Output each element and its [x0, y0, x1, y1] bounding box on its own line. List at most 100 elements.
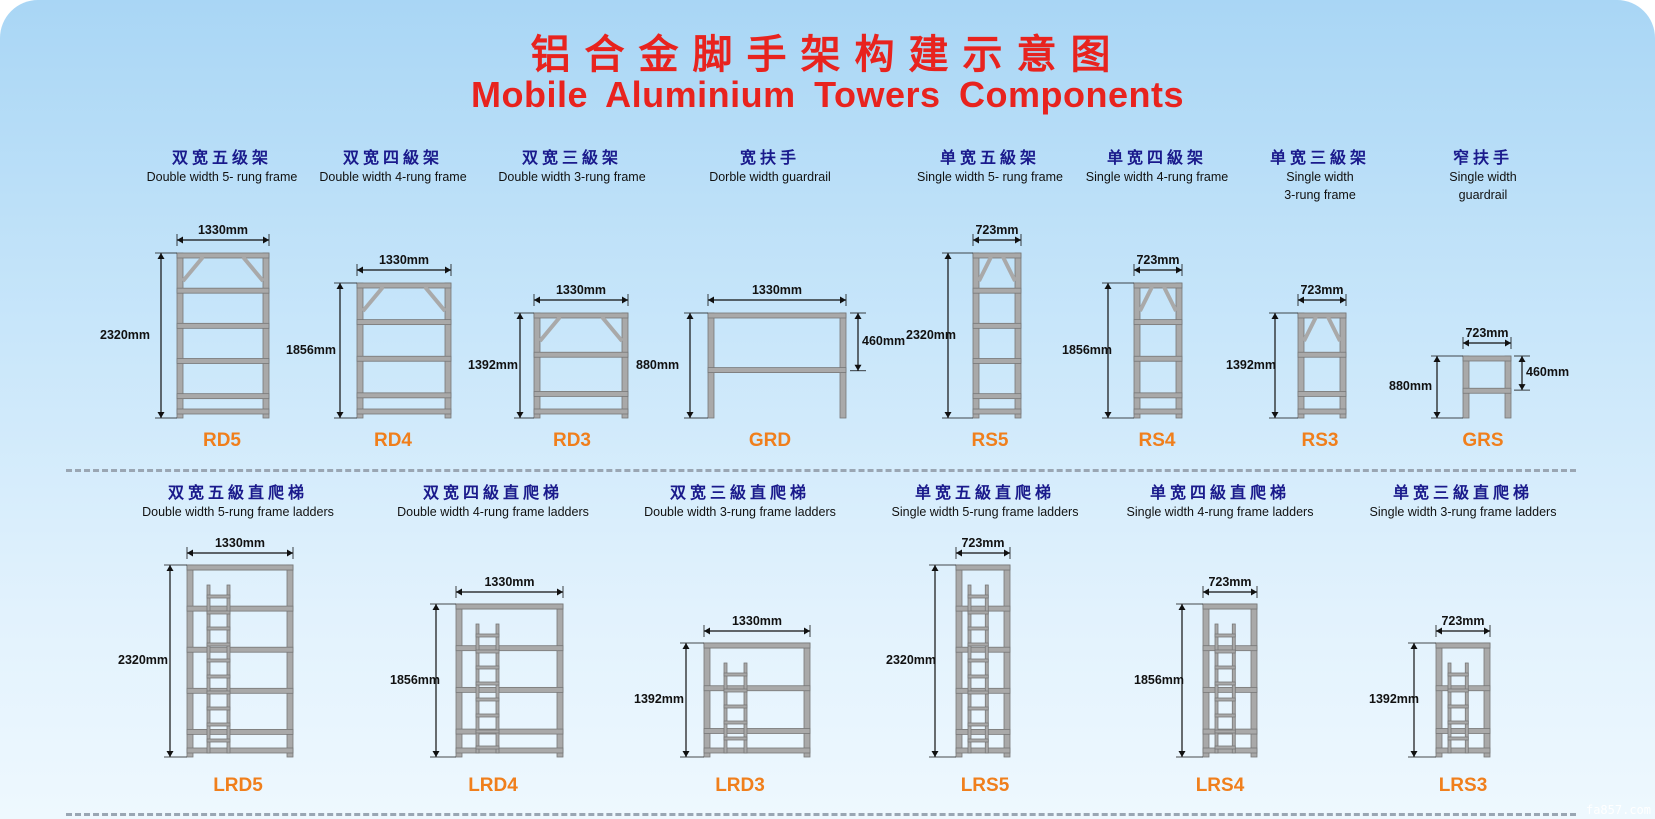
height-dimension-arrowhead	[931, 565, 939, 571]
width-dimension-arrowhead	[708, 296, 714, 304]
width-label: 1330mm	[197, 223, 249, 237]
frame-rs4-rung	[1133, 392, 1183, 399]
ladder-lrd5-ladder-step	[206, 610, 231, 615]
height-dimension-arrowhead	[166, 565, 174, 571]
code-grs: GRS	[1462, 430, 1504, 451]
frame-grs-upright-left	[1462, 355, 1470, 419]
frame-rs5-brace	[1001, 256, 1017, 282]
height-dimension-arrowhead	[157, 253, 165, 259]
height-label: 1856mm	[286, 342, 337, 357]
watermark: fa857.com	[1585, 803, 1651, 817]
inner-height-label: 460mm	[1526, 365, 1570, 380]
width-label: 723mm	[961, 536, 1005, 550]
width-dimension-arrowhead	[1134, 266, 1140, 274]
height-dimension-arrowhead	[682, 643, 690, 649]
height-dimension-arrowhead	[1178, 751, 1186, 757]
frame-rs4-rung	[1133, 319, 1183, 326]
height-dimension-arrowhead	[336, 412, 344, 418]
ladder-lrs4-ladder-step	[1214, 729, 1236, 734]
height-dimension-arrowhead	[944, 253, 952, 259]
width-dimension-arrowhead	[1340, 296, 1346, 304]
inner-height-label: 460mm	[862, 333, 906, 348]
ladder-lrs3-ladder-step	[1447, 720, 1469, 725]
ladder-lrd5-ladder-step	[206, 738, 231, 743]
ladder-lrs5-rung	[955, 728, 1011, 735]
ladder-lrs3-cap	[1435, 642, 1491, 649]
height-label: 880mm	[1389, 379, 1433, 393]
ladder-lrs5-ladder-step	[967, 706, 989, 711]
width-label: 1330mm	[378, 253, 430, 267]
ladder-lrd4-ladder-stile	[475, 623, 480, 754]
ladder-lrd5-rung	[186, 728, 294, 735]
frame-rd4-rung-bottom	[356, 408, 452, 415]
ladder-lrd5-ladder-stile	[226, 584, 231, 754]
height-dimension-arrowhead	[516, 313, 524, 319]
ladder-lrs5-ladder-step	[967, 658, 989, 663]
ladder-lrd5-ladder-step	[206, 626, 231, 631]
height-dimension-arrowhead	[166, 751, 174, 757]
caption-chinese: 单宽四級架	[1106, 148, 1207, 167]
ladder-lrd4-rung-bottom	[455, 747, 564, 754]
ladder-lrs3-rung	[1435, 728, 1491, 734]
ladder-lrs4-cap	[1202, 603, 1258, 610]
ladder-lrd5-ladder-step	[206, 706, 231, 711]
caption-chinese: 双宽四級直爬梯	[422, 483, 563, 502]
code-rd3: RD3	[552, 430, 591, 451]
width-dimension-arrowhead	[956, 549, 962, 557]
frame-rd5-upright-left	[176, 252, 184, 419]
ladder-lrd3-rung	[703, 728, 811, 734]
width-dimension-arrowhead	[1484, 627, 1490, 635]
width-dimension-arrowhead	[804, 627, 810, 635]
width-dimension-arrowhead	[1505, 339, 1511, 347]
height-label: 1392mm	[1369, 692, 1420, 706]
frame-grs-rail-mid	[1462, 387, 1512, 394]
ladder-lrs5-rung	[955, 605, 1011, 612]
ladder-lrs5-rung-bottom	[955, 747, 1011, 754]
caption-chinese: 双宽五級直爬梯	[167, 483, 308, 502]
ladder-lrs4-ladder-stile	[1214, 623, 1219, 754]
title-chinese: 铝合金脚手架构建示意图	[530, 31, 1125, 78]
ladder-lrd4-rung	[455, 645, 564, 652]
ladder-lrs5-ladder-step	[967, 626, 989, 631]
height-label: 2320mm	[886, 653, 937, 667]
width-label: 723mm	[1465, 326, 1509, 340]
ladder-lrs5-ladder-step	[967, 722, 989, 727]
frame-grd-rail-top	[707, 312, 847, 319]
frame-rd5-rung	[176, 393, 270, 400]
height-dimension-arrowhead	[1271, 313, 1279, 319]
height-dimension-arrowhead	[432, 604, 440, 610]
ladder-lrs4-ladder-stile	[1231, 623, 1236, 754]
width-dimension-arrowhead	[557, 588, 563, 596]
ladder-lrd5-upright-right	[286, 564, 294, 758]
frame-rs3-rung	[1297, 391, 1347, 397]
caption-chinese: 单宽五級直爬梯	[914, 483, 1055, 502]
width-dimension-arrowhead	[1004, 549, 1010, 557]
frame-rs3-upright-right	[1339, 312, 1347, 419]
ladder-lrd5-ladder-step	[206, 642, 231, 647]
height-dimension-arrowhead	[516, 412, 524, 418]
width-label: 723mm	[1300, 283, 1344, 297]
height-dimension-arrowhead	[1433, 412, 1441, 418]
height-label: 2320mm	[906, 327, 957, 342]
height-label: 2320mm	[100, 327, 151, 342]
frame-rd5-rung-bottom	[176, 408, 270, 415]
ladder-lrd4-ladder-step	[475, 649, 500, 654]
caption-english: Single width 3-rung frame ladders	[1369, 505, 1557, 519]
frame-rs5-brace	[977, 256, 993, 282]
ladder-lrs5-ladder-stile	[967, 584, 972, 754]
code-rs3: RS3	[1301, 430, 1339, 451]
ladder-lrd5-ladder-step	[206, 690, 231, 695]
frame-rd3-rung	[533, 351, 629, 358]
caption-english: Single width	[1286, 170, 1354, 184]
height-dimension-arrowhead	[682, 751, 690, 757]
height-dimension-arrowhead	[336, 283, 344, 289]
frame-rd5-rung	[176, 252, 270, 259]
width-dimension-arrowhead	[1436, 627, 1442, 635]
code-lrs5: LRS5	[960, 775, 1010, 796]
ladder-lrd4-ladder-stile	[495, 623, 500, 754]
ladder-lrd4-ladder-step	[475, 713, 500, 718]
